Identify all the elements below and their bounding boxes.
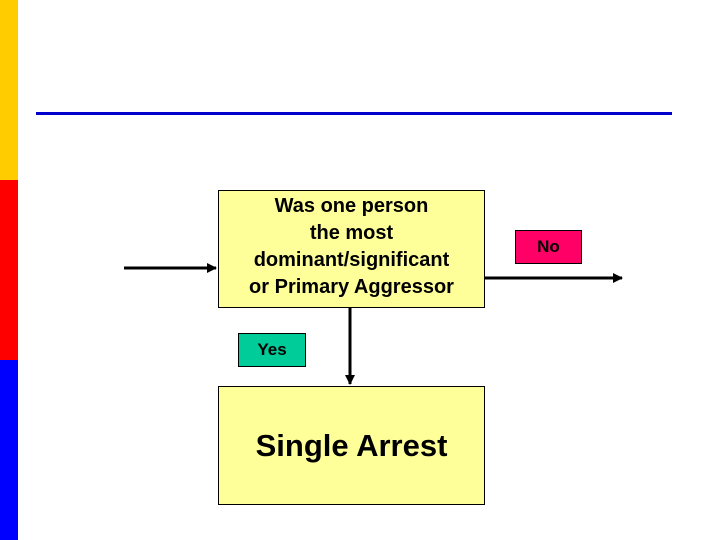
- single-arrest-box: Single Arrest: [218, 386, 485, 505]
- sidebar-yellow-segment: [0, 0, 18, 180]
- decision-question-text: Was one person the most dominant/signifi…: [249, 195, 454, 298]
- no-branch-label: No: [515, 230, 582, 264]
- yes-branch-label: Yes: [238, 333, 306, 367]
- sidebar-red-segment: [0, 180, 18, 360]
- sidebar-blue-segment: [0, 360, 18, 540]
- title-underline-rule: [36, 112, 672, 115]
- decision-question-box: Was one person the most dominant/signifi…: [218, 190, 485, 308]
- single-arrest-text: Single Arrest: [255, 427, 448, 463]
